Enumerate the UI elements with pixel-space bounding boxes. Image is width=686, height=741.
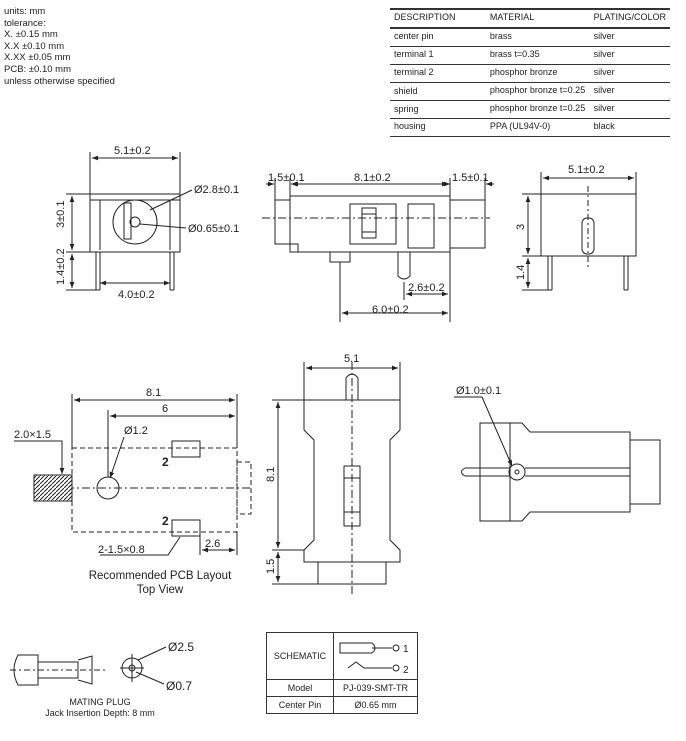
note-line: tolerance: — [4, 17, 46, 29]
dim-plug-d25: Ø2.5 — [168, 640, 194, 654]
cell: silver — [589, 100, 670, 119]
pcb-caption: Recommended PCB Layout Top View — [60, 569, 260, 597]
pcb-pad-number: 2 — [162, 514, 169, 528]
dim-pcb-pad: 2-1.5×0.8 — [98, 544, 145, 556]
note-line: units: mm — [4, 6, 46, 17]
dim-front-d28: Ø2.8±0.1 — [194, 184, 239, 196]
materials-table: DESCRIPTION MATERIAL PLATING/COLOR cente… — [390, 8, 670, 137]
dim-side-15a: 1.5±0.1 — [268, 172, 305, 184]
center-pin-label: Center Pin — [266, 696, 334, 714]
table-row: Model PJ-039-SMT-TR — [266, 679, 418, 697]
dim-iso-d10: Ø1.0±0.1 — [456, 385, 501, 397]
dim-bottom-81: 8.1 — [265, 467, 277, 482]
dim-front-width: 5.1±0.2 — [114, 145, 151, 157]
plug-caption-line: Jack Insertion Depth: 8 mm — [45, 708, 155, 718]
cell: silver — [589, 28, 670, 47]
dim-pcb-81: 8.1 — [146, 387, 161, 399]
dim-front-h3: 3±0.1 — [55, 201, 67, 228]
dim-bottom-15: 1.5 — [265, 559, 277, 574]
front-view — [66, 152, 193, 291]
table-row: SCHEMATIC — [266, 632, 418, 680]
schematic-label: SCHEMATIC — [266, 632, 334, 680]
col-plating: PLATING/COLOR — [589, 8, 670, 29]
dim-pcb-slot: 2.0×1.5 — [14, 429, 51, 441]
dim-pcb-6: 6 — [162, 403, 168, 415]
pcb-pad-number: 2 — [162, 455, 169, 469]
cell: silver — [589, 46, 670, 65]
note-line: X.XX ±0.05 mm — [4, 52, 71, 64]
general-notes: units: mm tolerance: X. ±0.15 mm X.X ±0.… — [4, 6, 115, 87]
dim-rear-width: 5.1±0.2 — [568, 164, 605, 176]
col-material: MATERIAL — [485, 8, 590, 29]
dim-side-15b: 1.5±0.1 — [452, 172, 489, 184]
cell: center pin — [390, 28, 486, 47]
cell: terminal 2 — [390, 64, 486, 83]
dim-plug-d07: Ø0.7 — [166, 679, 192, 693]
note-line: X.X ±0.10 mm — [4, 40, 65, 52]
cell: phosphor bronze — [485, 64, 590, 83]
dim-front-h14: 1.4±0.2 — [55, 248, 67, 285]
cell: spring — [390, 100, 486, 119]
note-line: X. ±0.15 mm — [4, 29, 58, 41]
dim-front-d065: Ø0.65±0.1 — [188, 223, 239, 235]
cell: brass — [485, 28, 590, 47]
rear-view — [522, 172, 637, 291]
schematic-table: SCHEMATIC Model PJ-039-SMT-TR Center Pin… — [266, 632, 418, 714]
mating-plug — [10, 646, 167, 686]
dim-side-60: 6.0±0.2 — [372, 304, 409, 316]
note-line: unless otherwise specified — [4, 75, 115, 87]
dim-pcb-26: 2.6 — [205, 538, 220, 550]
model-label: Model — [266, 679, 334, 697]
table-header-row: DESCRIPTION MATERIAL PLATING/COLOR — [390, 8, 670, 29]
cell: phosphor bronze t=0.25 — [485, 82, 590, 101]
cell: black — [589, 118, 670, 137]
bottom-view — [272, 362, 401, 595]
cell: phosphor bronze t=0.25 — [485, 100, 590, 119]
col-description: DESCRIPTION — [390, 8, 486, 29]
dim-side-81: 8.1±0.2 — [354, 172, 391, 184]
cell: terminal 1 — [390, 46, 486, 65]
pcb-caption-line: Recommended PCB Layout — [88, 570, 232, 582]
note-line: PCB: ±0.10 mm — [4, 63, 71, 75]
dim-rear-h14: 1.4 — [515, 265, 527, 280]
model-value: PJ-039-SMT-TR — [333, 679, 418, 697]
cell: shield — [390, 82, 486, 101]
cell: silver — [589, 64, 670, 83]
pcb-caption-line: Top View — [136, 584, 184, 596]
dim-front-pin: 4.0±0.2 — [118, 289, 155, 301]
cell: housing — [390, 118, 486, 137]
cell: PPA (UL94V-0) — [485, 118, 590, 137]
dim-rear-h3: 3 — [515, 224, 527, 230]
dim-pcb-d12: Ø1.2 — [124, 425, 148, 437]
side-view — [262, 178, 494, 322]
cell: brass t=0.35 — [485, 46, 590, 65]
table-row: Center Pin Ø0.65 mm — [266, 696, 418, 714]
cell: silver — [589, 82, 670, 101]
schematic-symbol-cell — [333, 632, 418, 680]
dim-bottom-51: 5.1 — [344, 353, 359, 365]
pin-side-view — [454, 396, 661, 522]
center-pin-value: Ø0.65 mm — [333, 696, 418, 714]
dim-side-26: 2.6±0.2 — [408, 282, 445, 294]
plug-caption-line: MATING PLUG — [69, 697, 131, 707]
plug-caption: MATING PLUG Jack Insertion Depth: 8 mm — [20, 697, 180, 719]
